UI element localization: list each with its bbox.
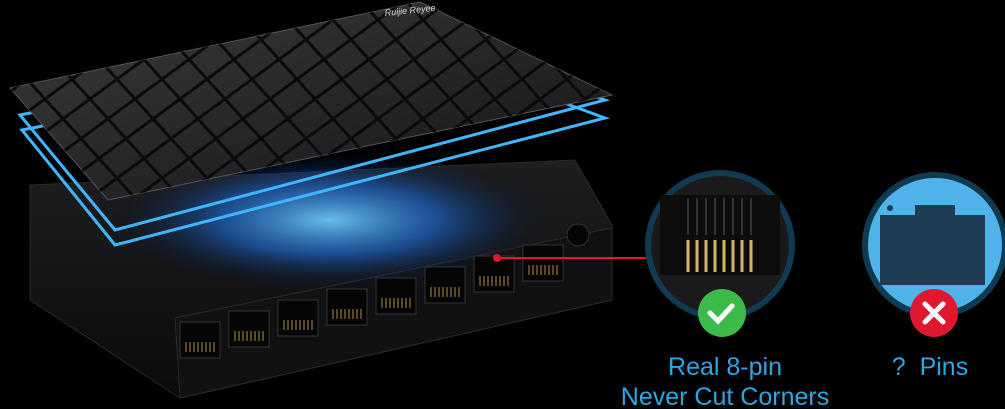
- good-caption-line1: Real 8-pin: [668, 353, 782, 381]
- bad-caption: ? Pins: [860, 352, 1000, 382]
- x-badge: [910, 289, 958, 337]
- unknown-pins-closeup: [862, 172, 1005, 318]
- ethernet-port: [277, 299, 319, 337]
- real-8pin-closeup: [645, 170, 795, 320]
- good-caption: Real 8-pin Never Cut Corners: [600, 352, 850, 409]
- ethernet-port: [473, 255, 515, 293]
- port-row: [179, 244, 564, 359]
- ethernet-port: [228, 310, 270, 348]
- ethernet-port: [522, 244, 564, 282]
- ethernet-port: [326, 288, 368, 326]
- good-caption-line2: Never Cut Corners: [620, 383, 830, 409]
- bad-caption-line1: ? Pins: [891, 353, 969, 381]
- check-icon: [707, 303, 735, 325]
- ethernet-port: [179, 321, 221, 359]
- power-jack: [566, 223, 590, 247]
- check-badge: [698, 289, 746, 337]
- x-icon: [922, 301, 946, 325]
- ethernet-port: [375, 277, 417, 315]
- ethernet-port: [424, 266, 466, 304]
